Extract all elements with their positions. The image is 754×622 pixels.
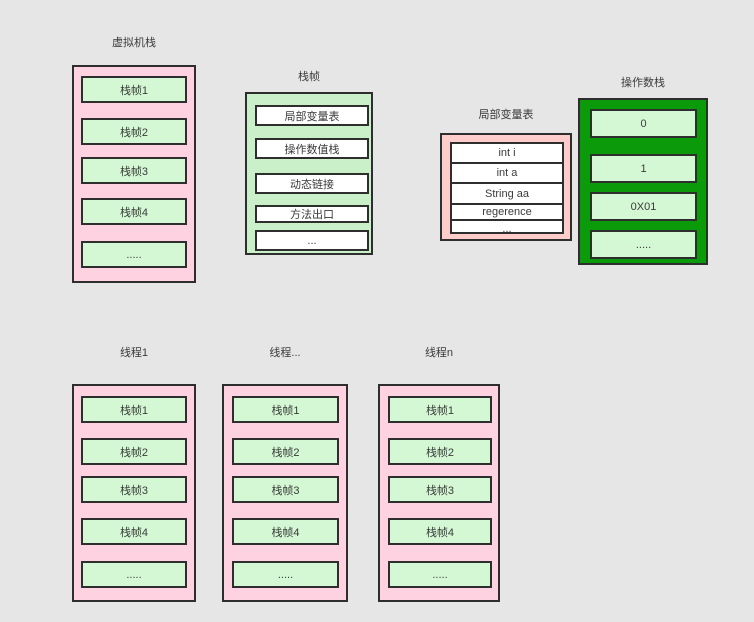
stack-frame-ellipsis-box: .....: [388, 561, 492, 588]
vm-stack-title: 虚拟机栈: [112, 37, 156, 49]
stack-frame-box: 栈帧4: [81, 518, 187, 545]
table-row: String aa: [452, 184, 562, 205]
table-row: int i: [452, 144, 562, 164]
stack-frame-box: 栈帧3: [232, 476, 339, 503]
local-var-table-container: int i int a String aa regerence ...: [440, 133, 572, 241]
method-exit-box: 方法出口: [255, 205, 369, 223]
table-row: ...: [502, 222, 512, 234]
dynamic-link-box: 动态链接: [255, 173, 369, 194]
table-row: regerence: [452, 205, 562, 221]
stack-frame-box: 栈帧3: [81, 157, 187, 184]
operand-stack-container: 0 1 0X01 .....: [578, 98, 708, 265]
stack-frame-box: 栈帧4: [232, 518, 339, 545]
stack-frame-box: 栈帧2: [81, 118, 187, 145]
operand-box: 1: [590, 154, 697, 183]
thread-1-container: 栈帧1 栈帧2 栈帧3 栈帧4 .....: [72, 384, 196, 602]
stack-frame-ellipsis-box: .....: [81, 561, 187, 588]
local-var-table-box: 局部变量表: [255, 105, 369, 126]
thread-1-title: 线程1: [119, 347, 149, 359]
thread-n-container: 栈帧1 栈帧2 栈帧3 栈帧4 .....: [378, 384, 500, 602]
local-var-table: int i int a String aa regerence ...: [450, 142, 564, 234]
thread-n-title: 线程n: [424, 347, 454, 359]
local-var-table-title: 局部变量表: [478, 109, 534, 121]
table-row: int a: [452, 164, 562, 184]
stack-frame-box: 栈帧1: [81, 76, 187, 103]
stack-frame-ellipsis-box: .....: [232, 561, 339, 588]
stack-frame-box: 栈帧3: [81, 476, 187, 503]
stack-frame-box: 栈帧4: [388, 518, 492, 545]
ellipsis-box: ...: [255, 230, 369, 251]
stack-frame-box: 栈帧2: [81, 438, 187, 465]
stack-frame-box: 栈帧2: [388, 438, 492, 465]
stack-frame-box: 栈帧1: [388, 396, 492, 423]
stack-frame-box: 栈帧3: [388, 476, 492, 503]
vm-stack-container: 栈帧1 栈帧2 栈帧3 栈帧4 .....: [72, 65, 196, 283]
thread-mid-container: 栈帧1 栈帧2 栈帧3 栈帧4 .....: [222, 384, 348, 602]
stack-frame-box: 栈帧1: [81, 396, 187, 423]
operand-ellipsis-box: .....: [590, 230, 697, 259]
operand-box: 0: [590, 109, 697, 138]
operand-box: 0X01: [590, 192, 697, 221]
stack-frame-box: 栈帧1: [232, 396, 339, 423]
thread-mid-title: 线程...: [269, 347, 301, 359]
stack-frame-title: 栈帧: [298, 71, 320, 83]
stack-frame-ellipsis-box: .....: [81, 241, 187, 268]
operand-value-stack-box: 操作数值栈: [255, 138, 369, 159]
stack-frame-box: 栈帧2: [232, 438, 339, 465]
operand-stack-title: 操作数栈: [621, 77, 665, 89]
stack-frame-container: 局部变量表 操作数值栈 动态链接 方法出口 ...: [245, 92, 373, 255]
stack-frame-box: 栈帧4: [81, 198, 187, 225]
